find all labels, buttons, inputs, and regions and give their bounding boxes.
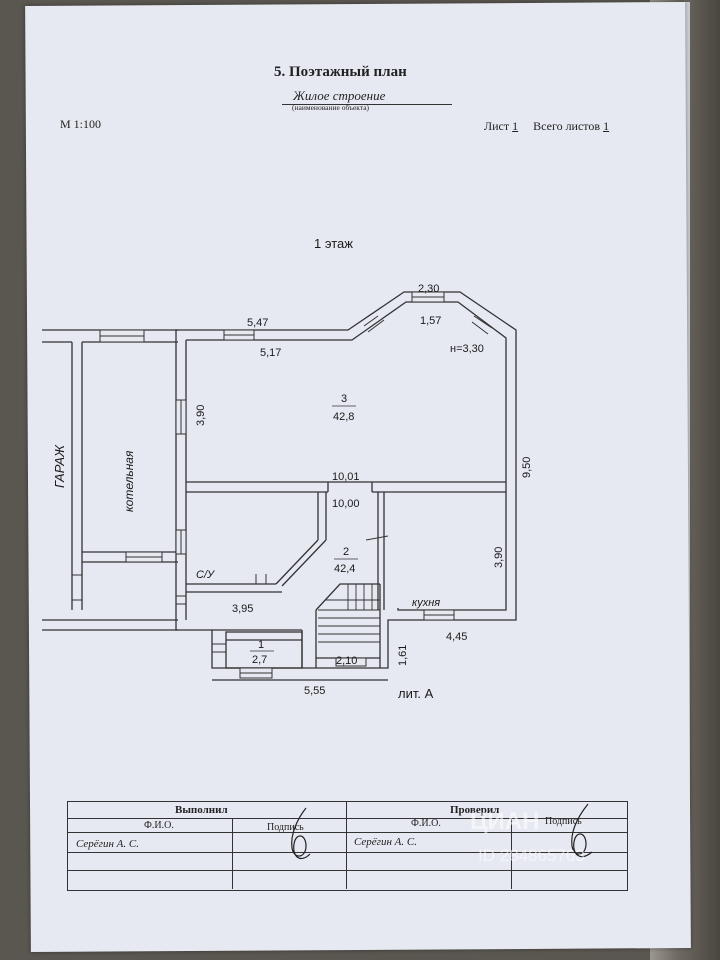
fio-header-right: Ф.И.О. <box>411 818 441 829</box>
sheet-label: Лист <box>484 119 510 133</box>
total-sheets-value: 1 <box>603 119 610 133</box>
sheet-value: 1 <box>512 119 519 133</box>
sheet-number: Лист 1 Всего листов 1 <box>484 119 609 134</box>
dim-hall-width: 3,95 <box>232 603 253 615</box>
dim-stair-width: 2,10 <box>336 655 357 667</box>
table-column-divider <box>232 818 233 889</box>
executor-signature <box>291 807 311 859</box>
boiler-room-label: котельная <box>122 450 136 512</box>
table-row-divider <box>67 870 627 871</box>
object-caption: (наименование объекта) <box>292 103 370 112</box>
done-by-header: Выполнил <box>175 804 228 816</box>
table-row-divider <box>67 852 627 853</box>
checker-signature <box>571 803 593 857</box>
garage-label: ГАРАЖ <box>52 444 67 488</box>
dim-step: 1,61 <box>397 645 409 666</box>
dim-top-inner: 5,17 <box>260 347 281 359</box>
table-column-divider <box>511 818 512 889</box>
signature-header-right: Подпись <box>545 816 582 827</box>
room-1-area: 2,7 <box>252 654 267 666</box>
dim-bay-outer: 2,30 <box>418 283 439 295</box>
object-name-underline <box>282 104 452 105</box>
scale-label: М 1:100 <box>60 117 102 131</box>
room-2-area: 42,4 <box>334 563 355 575</box>
signature-header-left: Подпись <box>267 822 304 833</box>
dim-kitchen-width: 4,45 <box>446 631 467 643</box>
dim-mid-lower: 10,00 <box>332 498 360 510</box>
dim-kitchen-height: 3,90 <box>493 547 505 568</box>
table-row-divider <box>67 832 627 833</box>
kitchen-label: кухня <box>412 597 440 609</box>
dim-bay-inner: 1,57 <box>420 315 441 327</box>
object-name: Жилое строение <box>293 88 386 103</box>
total-sheets-label: Всего листов <box>533 119 601 133</box>
dim-right-total: 9,50 <box>521 457 533 478</box>
floor-label: 1 этаж <box>314 236 353 251</box>
checker-name: Серёгин А. С. <box>354 836 417 848</box>
watermark-brand: ЦИАН <box>470 808 540 835</box>
litera-label: лит. А <box>398 686 434 701</box>
watermark-id: ID 284865763 <box>478 846 585 865</box>
wc-label: С/У <box>196 569 215 581</box>
room-1-number: 1 <box>258 639 264 651</box>
executor-name: Серёгин А. С. <box>76 838 139 850</box>
room-3-area: 42,8 <box>333 411 354 423</box>
signature-table <box>67 801 628 891</box>
fio-header-left: Ф.И.О. <box>144 820 174 831</box>
dim-bottom: 5,55 <box>304 685 325 697</box>
room-3-number: 3 <box>341 393 347 405</box>
table-column-divider <box>346 801 347 889</box>
room-height: н=3,30 <box>450 343 484 355</box>
dim-top-outer: 5,47 <box>247 317 268 329</box>
table-row-divider <box>67 818 627 819</box>
dim-room3-height: 3,90 <box>195 405 207 426</box>
room-2-number: 2 <box>343 546 349 558</box>
checked-by-header: Проверил <box>450 804 500 816</box>
dim-mid-upper: 10,01 <box>332 471 360 483</box>
document-title: 5. Поэтажный план <box>274 64 407 80</box>
